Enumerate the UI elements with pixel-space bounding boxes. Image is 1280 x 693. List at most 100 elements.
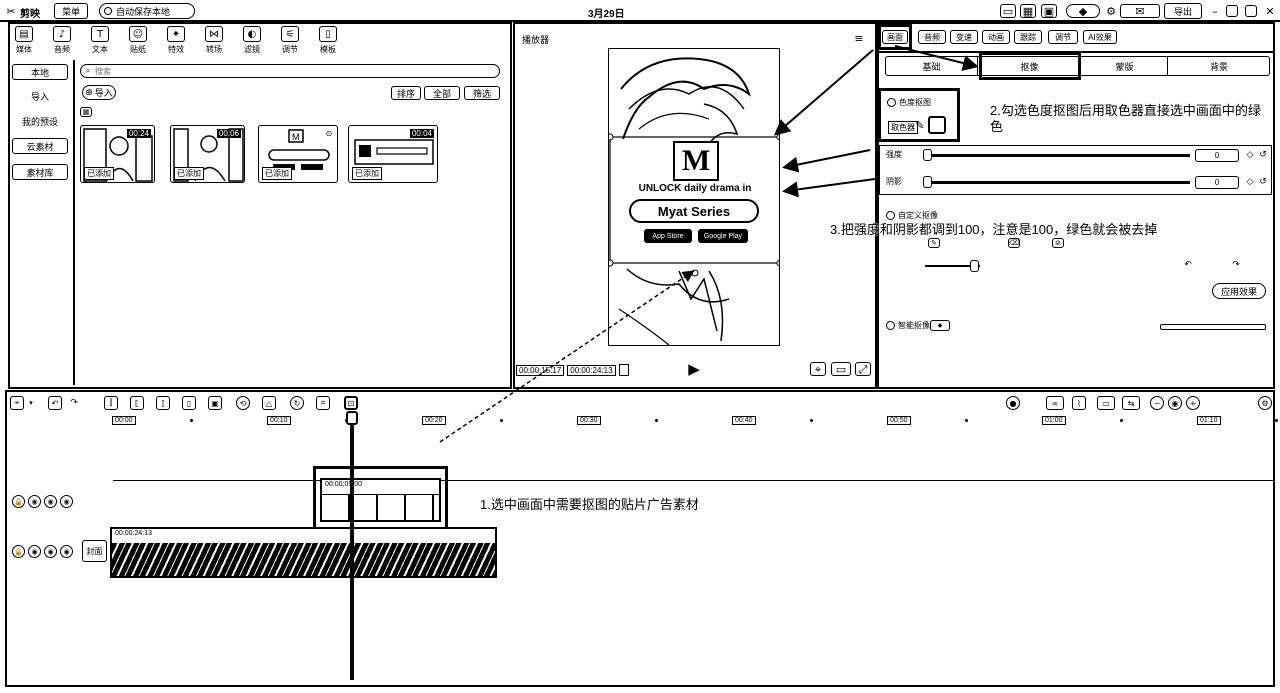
menu-icon[interactable]: ≡ xyxy=(854,31,864,45)
reset-icon[interactable]: ↺ xyxy=(1259,149,1267,160)
cover-button[interactable]: 封面 xyxy=(82,540,107,562)
rotate-icon[interactable]: ↻ xyxy=(290,396,304,410)
zoom-in-icon[interactable]: + xyxy=(1186,396,1200,410)
tab-audio-settings[interactable]: 音频 xyxy=(918,30,946,44)
sidebar-item-library[interactable]: 素材库 xyxy=(12,164,68,180)
media-item[interactable]: 00:04 已添加 xyxy=(348,125,438,183)
redo-icon[interactable]: ↷ xyxy=(70,397,78,408)
snap-icon[interactable]: ⌇ xyxy=(1072,396,1086,410)
keyframe-icon[interactable]: ◇ xyxy=(1246,149,1254,160)
delete-icon[interactable]: ▯ xyxy=(182,396,196,410)
custom-key-checkbox[interactable] xyxy=(886,211,895,220)
keyframe-icon[interactable]: ◇ xyxy=(1246,176,1254,187)
undo-icon[interactable]: ↶ xyxy=(1184,259,1192,270)
track-more-icon[interactable]: ◉ xyxy=(60,545,73,558)
sidebar-item-import[interactable]: 导入 xyxy=(30,91,49,102)
tab-tracking[interactable]: 跟踪 xyxy=(1014,30,1042,44)
auto-align-icon[interactable]: ⇆ xyxy=(1122,396,1140,410)
filter-button[interactable]: 筛选 xyxy=(464,86,500,100)
brush-size-slider-track[interactable] xyxy=(925,265,980,267)
feedback-icon[interactable]: ✉ xyxy=(1120,4,1160,18)
zoom-out-icon[interactable]: − xyxy=(1150,396,1164,410)
export-button[interactable]: 导出 xyxy=(1164,3,1202,19)
eraser-icon[interactable]: ⌫ xyxy=(1008,238,1020,248)
mirror-icon[interactable]: △ xyxy=(262,396,276,410)
close-icon[interactable]: ✕ xyxy=(1265,4,1275,18)
lock-track-icon[interactable]: 🔒 xyxy=(12,545,25,558)
tab-adjust[interactable]: ⚟调节 xyxy=(274,26,306,56)
brush-size-slider-knob[interactable] xyxy=(970,260,979,272)
reverse-icon[interactable]: ⟲ xyxy=(236,396,250,410)
preview-axis-icon[interactable]: ▭ xyxy=(1097,396,1115,410)
track-more-icon[interactable]: ◉ xyxy=(60,495,73,508)
shadow-value[interactable]: 0 xyxy=(1195,176,1239,189)
import-button[interactable]: ⊕导入 xyxy=(82,85,116,100)
restore-icon[interactable] xyxy=(1226,5,1238,17)
view-toggle-icon[interactable]: ▦ xyxy=(80,107,92,117)
vip-badge-icon[interactable]: ◆ xyxy=(1066,4,1100,18)
sidebar-item-cloud[interactable]: 云素材 xyxy=(12,138,68,154)
chevron-down-icon[interactable]: ▾ xyxy=(29,398,33,407)
menu-button[interactable]: 菜单 xyxy=(54,3,88,19)
eyedropper-icon[interactable]: ✎ xyxy=(915,118,925,132)
tab-transition[interactable]: ⋈转场 xyxy=(198,26,230,56)
aspect-ratio-icon[interactable]: ▭ xyxy=(831,362,851,376)
tab-effects[interactable]: ✦特效 xyxy=(160,26,192,56)
zoom-slider-icon[interactable]: ◉ xyxy=(1168,396,1182,410)
erase-all-icon[interactable]: ⊘ xyxy=(1052,238,1064,248)
tab-template[interactable]: ▯模板 xyxy=(312,26,344,56)
brush-icon[interactable]: ✎ xyxy=(928,238,940,248)
split-right-icon[interactable]: ⟧ xyxy=(156,396,170,410)
sort-button[interactable]: 排序 xyxy=(391,86,421,100)
tab-ai-effects[interactable]: AI效果 xyxy=(1083,30,1117,44)
tab-animation[interactable]: 动画 xyxy=(982,30,1010,44)
strength-slider-knob[interactable] xyxy=(923,149,932,161)
split-icon[interactable]: ⫿ xyxy=(104,396,118,410)
hide-track-icon[interactable]: ◉ xyxy=(28,545,41,558)
reset-icon[interactable]: ↺ xyxy=(1259,176,1267,187)
preview-canvas[interactable]: M UNLOCK daily drama in Myat Series App … xyxy=(608,48,780,346)
redo-icon[interactable]: ↷ xyxy=(1232,259,1240,270)
subtab-background[interactable]: 背景 xyxy=(1209,61,1228,72)
strength-slider-track[interactable] xyxy=(925,154,1190,157)
strength-value[interactable]: 0 xyxy=(1195,149,1239,162)
freeze-icon[interactable]: ▣ xyxy=(208,396,222,410)
focus-icon[interactable]: ⌖ xyxy=(810,362,826,376)
play-icon[interactable]: ▶ xyxy=(688,359,700,378)
microphone-icon[interactable]: ● xyxy=(1006,396,1020,410)
playhead[interactable] xyxy=(346,411,358,425)
subtab-basic[interactable]: 基础 xyxy=(886,57,978,75)
media-item[interactable]: 00:24 已添加 xyxy=(80,125,155,183)
split-left-icon[interactable]: ⟦ xyxy=(130,396,144,410)
apply-effect-button[interactable]: 应用效果 xyxy=(1212,283,1266,299)
media-item[interactable]: M ⊙ 已添加 xyxy=(258,125,338,183)
media-item[interactable]: 00:06 已添加 xyxy=(170,125,245,183)
media-search-input[interactable] xyxy=(80,64,500,78)
picked-color-swatch[interactable] xyxy=(928,116,946,134)
mute-track-icon[interactable]: ◉ xyxy=(44,545,57,558)
lock-track-icon[interactable]: 🔒 xyxy=(12,495,25,508)
minimize-icon[interactable]: – xyxy=(1212,4,1218,18)
draft-name[interactable]: 3月29日 xyxy=(588,9,625,20)
all-button[interactable]: 全部 xyxy=(424,86,460,100)
sidebar-item-presets[interactable]: 我的预设 xyxy=(21,116,58,127)
tab-picture[interactable]: 画面 xyxy=(882,30,908,44)
chroma-key-checkbox[interactable] xyxy=(887,98,896,107)
maximize-icon[interactable] xyxy=(1245,5,1257,17)
matting-icon[interactable]: ⊡ xyxy=(344,396,358,410)
shadow-slider-track[interactable] xyxy=(925,181,1190,184)
grid-icon[interactable]: ▦ xyxy=(1020,4,1036,18)
shadow-slider-knob[interactable] xyxy=(923,176,932,188)
time-format-icon[interactable] xyxy=(618,364,629,376)
main-track-clip[interactable]: 00:00:24:13 xyxy=(110,527,497,578)
undo-icon[interactable]: ↶ xyxy=(48,396,62,410)
crop-icon[interactable]: ⌗ xyxy=(316,396,330,410)
tab-audio[interactable]: ♪音频 xyxy=(46,26,78,56)
settings-icon[interactable]: ⚙ xyxy=(1106,4,1116,18)
tab-filter[interactable]: ◐滤镜 xyxy=(236,26,268,56)
layout-icon[interactable]: ▭ xyxy=(1000,4,1016,18)
timeline-settings-icon[interactable]: ⚙ xyxy=(1258,396,1272,410)
link-icon[interactable]: ∞ xyxy=(1046,396,1064,410)
select-tool-icon[interactable]: ⌖ xyxy=(10,396,24,410)
